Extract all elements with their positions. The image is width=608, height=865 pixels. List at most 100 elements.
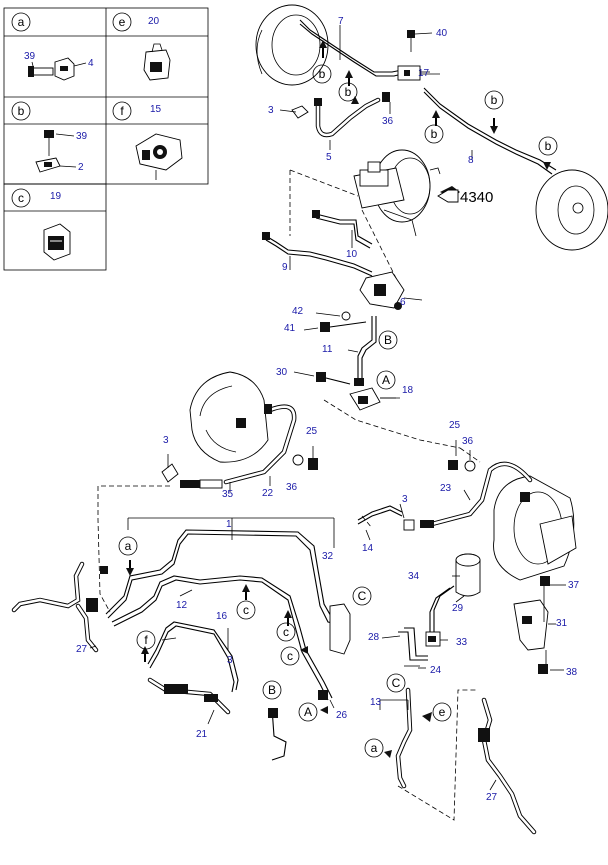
part-number-33: 33 <box>456 637 468 648</box>
part-number-23: 23 <box>440 483 452 494</box>
circled-label-c: c <box>276 622 296 642</box>
circled-label-e: e <box>432 702 452 722</box>
part-number-27: 27 <box>486 792 498 803</box>
svg-text:C: C <box>392 676 401 690</box>
part-number-18: 18 <box>402 385 414 396</box>
bolt-and-clip-icon <box>28 57 87 81</box>
clip-icon <box>43 223 71 261</box>
svg-text:A: A <box>304 705 312 719</box>
svg-text:B: B <box>268 683 276 697</box>
svg-text:c: c <box>287 649 293 663</box>
part-number-36: 36 <box>286 482 298 493</box>
svg-text:f: f <box>144 633 148 647</box>
circled-label-b: b <box>484 90 504 110</box>
legend-b-label-2: 2 <box>78 162 84 173</box>
part-number-22: 22 <box>262 488 274 499</box>
rear-drum-left <box>255 4 329 86</box>
svg-text:c: c <box>283 625 289 639</box>
svg-text:b: b <box>491 93 498 107</box>
svg-text:c: c <box>243 603 249 617</box>
svg-text:B: B <box>384 333 392 347</box>
legend-letter-b-circle <box>11 101 31 121</box>
legend-letter-f-circle <box>112 101 132 121</box>
front-right-brake <box>493 475 577 581</box>
part-number-37: 37 <box>568 580 580 591</box>
part-number-24: 24 <box>430 665 442 676</box>
svg-text:C: C <box>358 589 367 603</box>
part-number-25: 25 <box>449 420 461 431</box>
circled-label-A: A <box>376 370 396 390</box>
legend-e-title-20: 20 <box>148 16 160 27</box>
circled-label-C: C <box>386 673 406 693</box>
part-number-29: 29 <box>452 603 464 614</box>
circled-label-f: f <box>136 630 156 650</box>
legend-letter-c-circle <box>11 188 31 208</box>
svg-text:b: b <box>545 139 552 153</box>
circled-label-a: a <box>364 738 384 758</box>
legend-a-label-4: 4 <box>88 58 94 69</box>
part-number-10: 10 <box>346 249 358 260</box>
part-number-21: 21 <box>196 729 208 740</box>
part-number-1: 1 <box>226 519 232 530</box>
part-number-34: 34 <box>408 571 420 582</box>
circled-label-b: b <box>538 136 558 156</box>
svg-text:b: b <box>319 67 326 81</box>
svg-text:b: b <box>345 85 352 99</box>
legend-letter-b: b <box>18 104 25 118</box>
legend-letter-e: e <box>119 15 126 29</box>
legend-letter-e-circle <box>112 12 132 32</box>
part-number-30: 30 <box>276 367 288 378</box>
reference-number: 4340 <box>460 189 493 206</box>
front-left-brake <box>189 371 269 463</box>
bracket-clip-icon <box>143 43 171 81</box>
part-number-5: 5 <box>326 152 332 163</box>
circled-label-c: c <box>236 600 256 620</box>
legend-c-title-19: 19 <box>50 191 62 202</box>
proportioning-valve <box>359 271 423 310</box>
part-number-3: 3 <box>227 655 233 666</box>
svg-text:A: A <box>382 373 390 387</box>
part-number-27: 27 <box>76 644 88 655</box>
part-number-32: 32 <box>322 551 334 562</box>
legend-letter-a: a <box>18 15 25 29</box>
part-number-25: 25 <box>306 426 318 437</box>
part-number-36: 36 <box>382 116 394 127</box>
part-number-16: 16 <box>216 611 228 622</box>
legend-letter-c: c <box>18 191 24 205</box>
part-number-26: 26 <box>336 710 348 721</box>
svg-text:a: a <box>125 539 132 553</box>
part-number-9: 9 <box>282 262 288 273</box>
part-number-8: 8 <box>468 155 474 166</box>
part-number-13: 13 <box>370 697 382 708</box>
bolt-and-nut-icon <box>35 130 77 173</box>
circled-label-b: b <box>312 64 332 84</box>
legend-letter-f: f <box>120 104 124 118</box>
svg-text:b: b <box>431 127 438 141</box>
part-number-6: 6 <box>400 297 406 308</box>
part-number-12: 12 <box>176 600 188 611</box>
legend-a-label-39: 39 <box>24 51 36 62</box>
circled-label-C: C <box>352 586 372 606</box>
circled-label-A: A <box>298 702 318 722</box>
part-number-38: 38 <box>566 667 578 678</box>
circled-label-a: a <box>118 536 138 556</box>
part-number-35: 35 <box>222 489 234 500</box>
circled-label-B: B <box>262 680 282 700</box>
hose-clamp-icon <box>135 133 183 180</box>
direction-arrows <box>126 40 551 758</box>
svg-text:e: e <box>439 705 446 719</box>
legend-b-label-39: 39 <box>76 131 88 142</box>
legend-grid: a 39 4 e 20 b 39 2 <box>3 7 209 271</box>
part-number-7: 7 <box>338 16 344 27</box>
svg-text:a: a <box>371 741 378 755</box>
part-number-3: 3 <box>402 494 408 505</box>
part-number-17: 17 <box>418 68 430 79</box>
part-number-36: 36 <box>462 436 474 447</box>
part-number-14: 14 <box>362 543 374 554</box>
brake-booster-assembly <box>353 149 460 237</box>
part-number-40: 40 <box>436 28 448 39</box>
part-number-31: 31 <box>556 618 568 629</box>
part-number-3: 3 <box>268 105 274 116</box>
